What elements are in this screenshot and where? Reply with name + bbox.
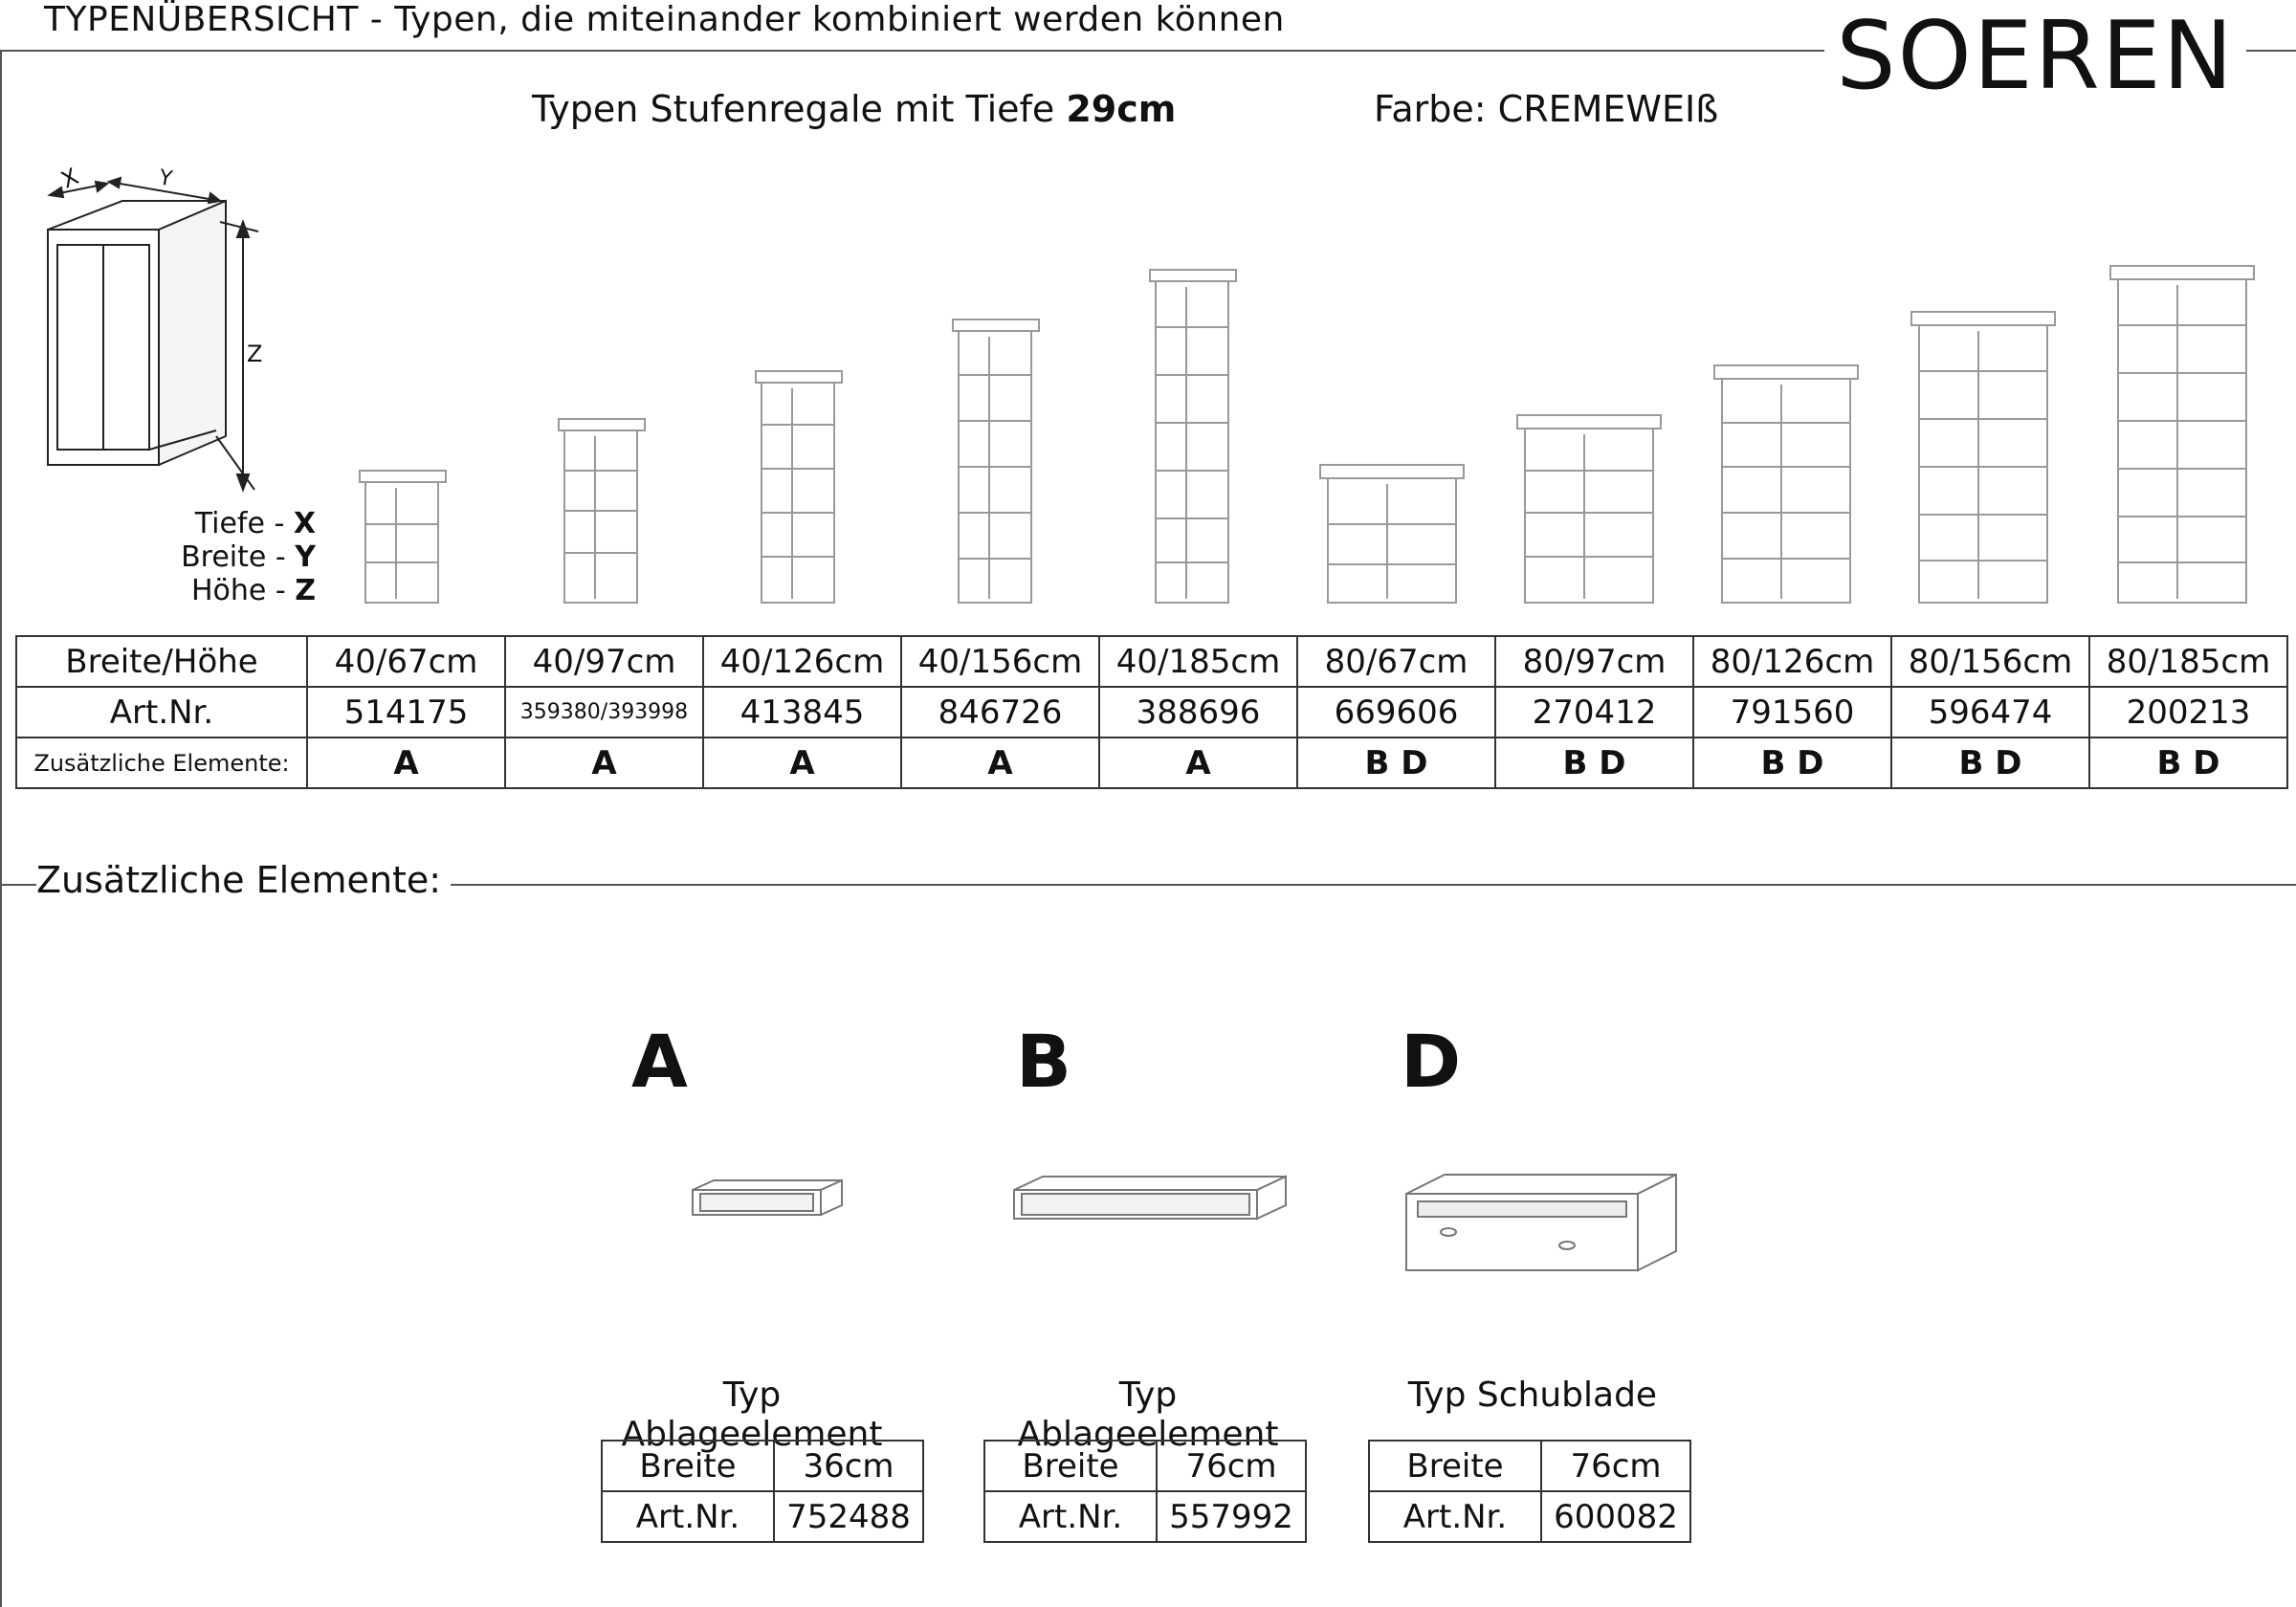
extra-cell: B D [1494, 737, 1694, 789]
table-row: Art.Nr. 752488 [601, 1490, 924, 1543]
extra-cell: A [504, 737, 704, 789]
shelf-80-67 [1319, 464, 1465, 604]
frame-left-line [0, 50, 2, 1607]
size-cell: 40/126cm [702, 635, 902, 688]
types-subtitle: Typen Stufenregale mit Tiefe 29cm [532, 88, 1176, 130]
width-label: Breite [1368, 1440, 1542, 1492]
table-row: Breite 76cm [983, 1440, 1307, 1492]
dimension-diagram: X Y Z [47, 163, 262, 493]
frame-top-line [0, 50, 2296, 52]
size-cell: 40/156cm [900, 635, 1100, 688]
art-value: 752488 [773, 1490, 924, 1543]
size-cell: 80/126cm [1692, 635, 1892, 688]
section-divider-line [0, 884, 2296, 886]
element-b-table: Breite 76cm Art.Nr. 557992 [983, 1440, 1307, 1543]
extra-cell: B D [1296, 737, 1496, 789]
art-value: 600082 [1540, 1490, 1691, 1543]
table-row-size: Breite/Höhe 40/67cm 40/97cm 40/126cm 40/… [15, 635, 2288, 688]
shelf-illustrations [359, 265, 2255, 604]
art-label: Art.Nr. [601, 1490, 775, 1543]
size-cell: 40/67cm [306, 635, 506, 688]
element-letter-b: B [1016, 1019, 1071, 1104]
width-value: 76cm [1156, 1440, 1307, 1492]
extra-cell: B D [2088, 737, 2288, 789]
extra-cell: B D [1692, 737, 1892, 789]
table-row: Art.Nr. 557992 [983, 1490, 1307, 1543]
extra-cell: A [1098, 737, 1298, 789]
types-depth: 29cm [1066, 88, 1177, 130]
element-letter-d: D [1401, 1019, 1462, 1104]
legend-depth: Tiefe - X [144, 507, 316, 540]
legend-height-axis: Z [295, 574, 316, 607]
width-value: 76cm [1540, 1440, 1691, 1492]
dimension-legend: Tiefe - X Breite - Y Höhe - Z [144, 507, 316, 607]
legend-width-axis: Y [295, 540, 316, 574]
size-cell: 40/185cm [1098, 635, 1298, 688]
row-label-extra: Zusätzliche Elemente: [15, 737, 308, 789]
element-d-caption: Typ Schublade [1407, 1376, 1658, 1415]
art-cell: 514175 [306, 686, 506, 738]
shelf-80-97 [1516, 414, 1662, 604]
legend-depth-name: Tiefe - [194, 507, 294, 540]
row-label-size: Breite/Höhe [15, 635, 308, 688]
page-header-title: TYPENÜBERSICHT - Typen, die miteinander … [44, 0, 1285, 39]
art-cell: 359380/393998 [504, 686, 704, 738]
size-cell: 80/185cm [2088, 635, 2288, 688]
table-row: Breite 36cm [601, 1440, 924, 1492]
element-b-drawing [1013, 1175, 1287, 1221]
row-label-art: Art.Nr. [15, 686, 308, 738]
legend-width-name: Breite - [181, 540, 296, 574]
shelf-40-126 [755, 370, 843, 604]
extra-cell: B D [1890, 737, 2090, 789]
art-cell: 388696 [1098, 686, 1298, 738]
element-d-table: Breite 76cm Art.Nr. 600082 [1368, 1440, 1691, 1543]
shelf-40-67 [359, 470, 447, 604]
art-label: Art.Nr. [983, 1490, 1158, 1543]
art-cell: 596474 [1890, 686, 2090, 738]
size-cell: 80/156cm [1890, 635, 2090, 688]
width-label: Breite [983, 1440, 1158, 1492]
shelf-80-156 [1910, 311, 2056, 604]
extra-cell: A [702, 737, 902, 789]
brand-logo: SOEREN [1824, 2, 2246, 111]
table-row-extra: Zusätzliche Elemente: A A A A A B D B D … [15, 737, 2288, 789]
y-axis-label: Y [156, 165, 174, 191]
element-a-drawing [692, 1178, 843, 1217]
shelf-80-126 [1713, 364, 1859, 604]
color-label: Farbe: CREMEWEIß [1374, 88, 1719, 130]
width-value: 36cm [773, 1440, 924, 1492]
width-label: Breite [601, 1440, 775, 1492]
art-cell: 791560 [1692, 686, 1892, 738]
art-cell: 270412 [1494, 686, 1694, 738]
size-cell: 80/67cm [1296, 635, 1496, 688]
type-overview-table: Breite/Höhe 40/67cm 40/97cm 40/126cm 40/… [15, 635, 2288, 789]
extra-cell: A [306, 737, 506, 789]
art-label: Art.Nr. [1368, 1490, 1542, 1543]
types-subtitle-text: Typen Stufenregale mit Tiefe [532, 88, 1067, 130]
element-letter-a: A [631, 1019, 688, 1104]
shelf-40-185 [1149, 269, 1237, 604]
legend-height: Höhe - Z [144, 574, 316, 607]
art-cell: 413845 [702, 686, 902, 738]
art-cell: 200213 [2088, 686, 2288, 738]
shelf-80-185 [2109, 265, 2255, 604]
table-row-art: Art.Nr. 514175 359380/393998 413845 8467… [15, 686, 2288, 738]
size-cell: 40/97cm [504, 635, 704, 688]
legend-width: Breite - Y [144, 540, 316, 574]
table-row: Breite 76cm [1368, 1440, 1691, 1492]
art-value: 557992 [1156, 1490, 1307, 1543]
shelf-40-156 [952, 319, 1040, 604]
additional-section-label: Zusätzliche Elemente: [36, 859, 452, 901]
size-cell: 80/97cm [1494, 635, 1694, 688]
art-cell: 669606 [1296, 686, 1496, 738]
legend-depth-axis: X [293, 507, 316, 540]
legend-height-name: Höhe - [190, 574, 296, 607]
table-row: Art.Nr. 600082 [1368, 1490, 1691, 1543]
z-axis-label: Z [247, 341, 262, 367]
shelf-40-97 [558, 418, 646, 604]
art-cell: 846726 [900, 686, 1100, 738]
extra-cell: A [900, 737, 1100, 789]
element-a-table: Breite 36cm Art.Nr. 752488 [601, 1440, 924, 1543]
element-d-drawing [1405, 1173, 1677, 1272]
